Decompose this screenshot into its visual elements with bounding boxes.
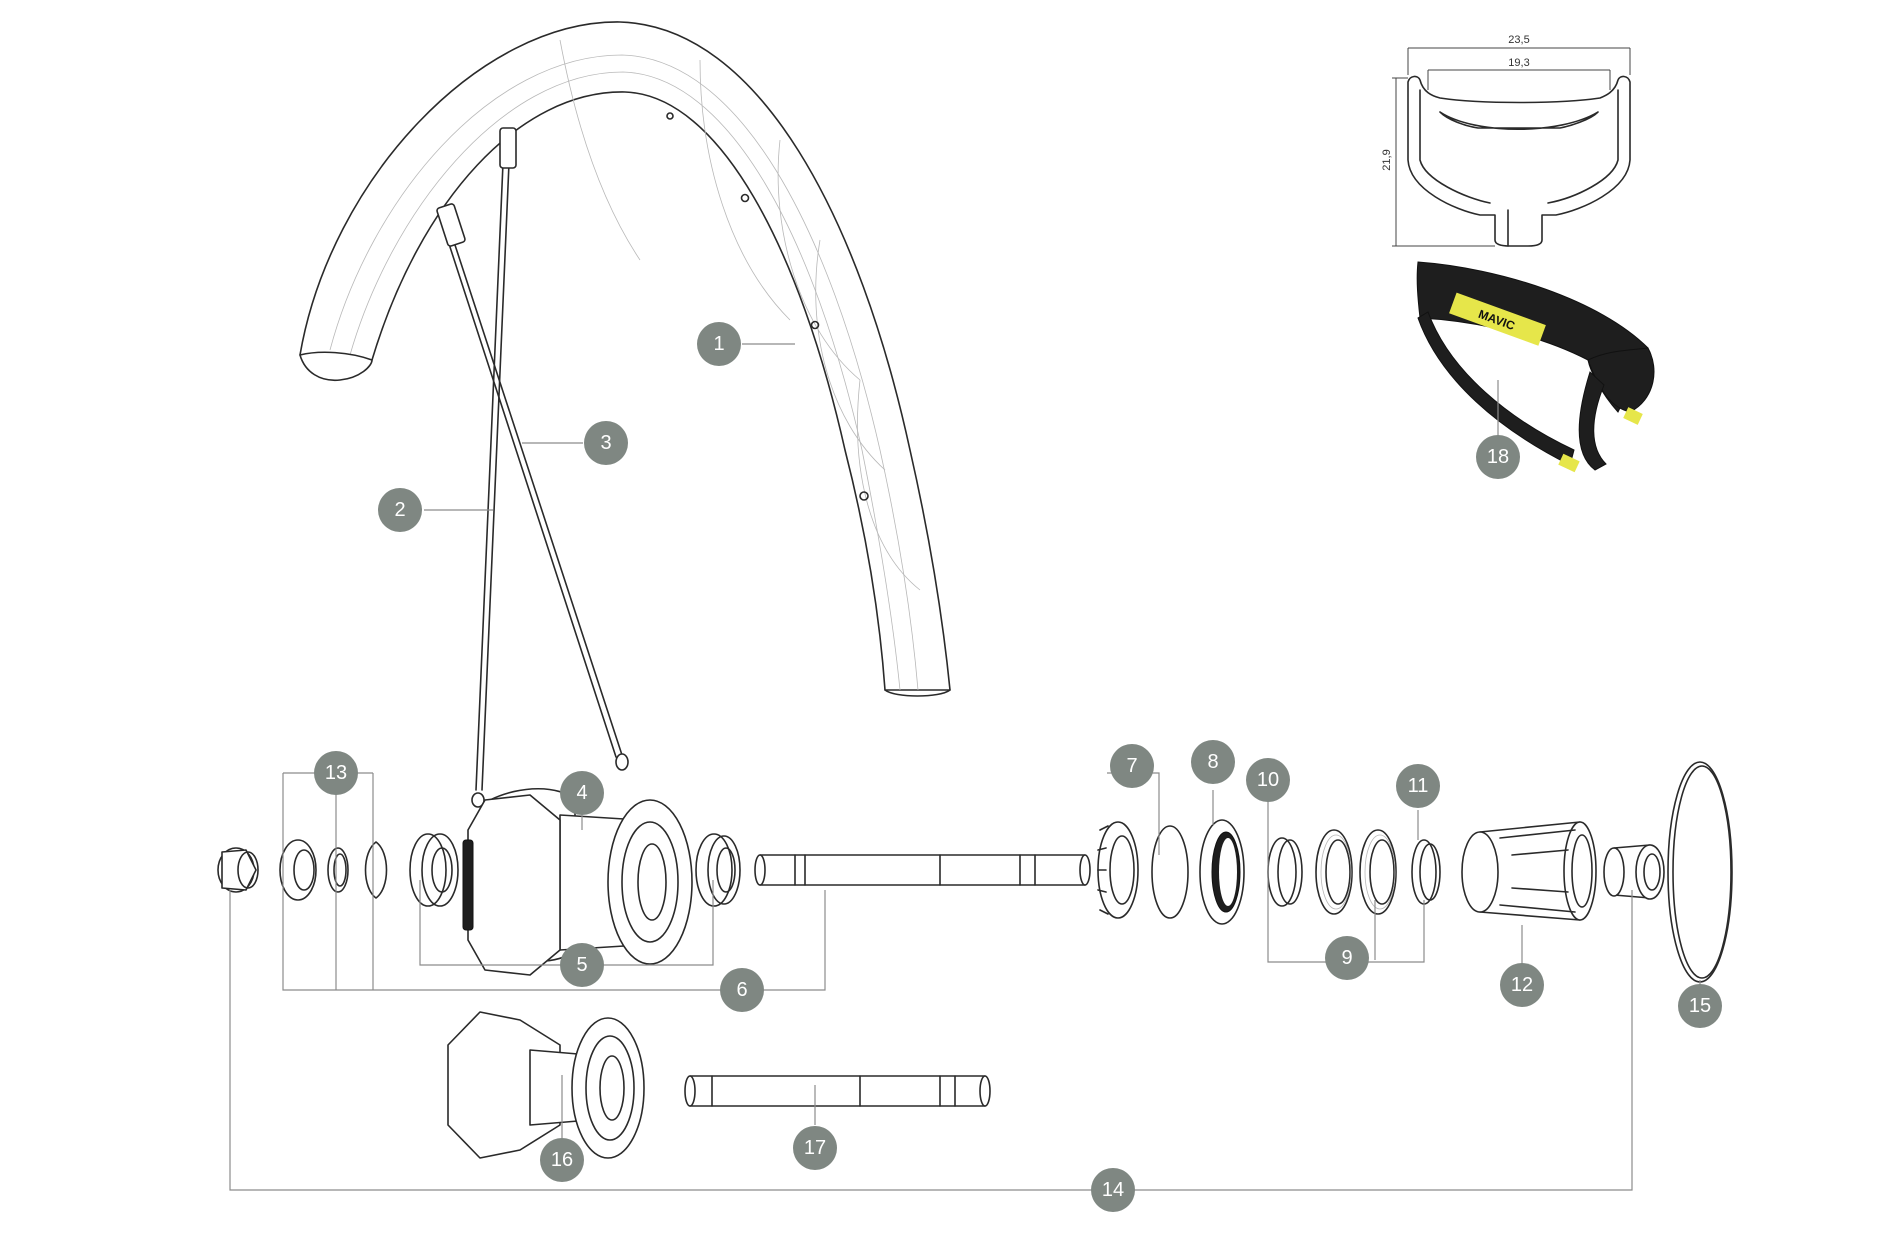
callout-13: 13: [314, 751, 358, 795]
callout-4-label: 4: [576, 782, 587, 804]
spoke-straight: [471, 127, 517, 808]
rim: [299, 21, 951, 697]
callout-2-label: 2: [394, 499, 405, 521]
rim-inner-width-label: 19,3: [1508, 57, 1529, 69]
axle: [754, 854, 1091, 886]
callout-18: 18: [1476, 435, 1520, 479]
bearing-left: [409, 833, 459, 907]
callout-17: 17: [793, 1126, 837, 1170]
tire-brand-badge: [1449, 292, 1546, 346]
o-ring-15: [1667, 761, 1733, 983]
spacer-10: [1267, 837, 1303, 907]
callout-17-label: 17: [804, 1137, 826, 1159]
callout-14: 14: [1091, 1168, 1135, 1212]
callout-3: 3: [584, 421, 628, 465]
callout-1-label: 1: [713, 333, 724, 355]
callout-6: 6: [720, 968, 764, 1012]
callout-7-label: 7: [1126, 755, 1137, 777]
rim-profile-dimensions: 23,5 19,3 21,9: [1381, 34, 1631, 247]
callout-3-label: 3: [600, 432, 611, 454]
callout-10: 10: [1246, 758, 1290, 802]
rim-outer-width-label: 23,5: [1508, 34, 1529, 46]
callout-12-label: 12: [1511, 974, 1533, 996]
rim-profile-section: [1407, 75, 1631, 247]
callout-11: 11: [1396, 764, 1440, 808]
spring-11: [1411, 839, 1441, 905]
bearing-right: [695, 833, 741, 907]
callout-1: 1: [697, 322, 741, 366]
freehub-body-12: [1461, 821, 1597, 921]
callout-5-label: 5: [576, 954, 587, 976]
callout-2: 2: [378, 488, 422, 532]
axle-cap-13: [279, 839, 317, 901]
callout-8-label: 8: [1207, 751, 1218, 773]
spring-clip-7: [1151, 825, 1189, 919]
callout-11-label: 11: [1408, 775, 1429, 797]
callout-7: 7: [1110, 744, 1154, 788]
rim-height-label: 21,9: [1381, 149, 1393, 170]
bearing-cap-left: [217, 847, 259, 893]
callout-13-label: 13: [325, 762, 347, 784]
callout-9: 9: [1325, 936, 1369, 980]
snap-ring-13: [364, 841, 388, 899]
spoke-cross: [436, 203, 629, 771]
callout-15: 15: [1678, 984, 1722, 1028]
callout-10-label: 10: [1257, 769, 1279, 791]
axle-alt: [684, 1075, 991, 1107]
ratchet-9a: [1315, 829, 1353, 915]
hub-body: [462, 787, 693, 976]
driver-ring-7: [1097, 821, 1139, 919]
callout-16: 16: [540, 1138, 584, 1182]
callout-9-label: 9: [1341, 947, 1352, 969]
callout-12: 12: [1500, 963, 1544, 1007]
callout-8: 8: [1191, 740, 1235, 784]
o-ring-13: [327, 847, 349, 893]
tube-valve-left: [1558, 453, 1580, 473]
seal-8: [1199, 819, 1245, 925]
callout-15-label: 15: [1689, 995, 1711, 1017]
callout-5: 5: [560, 943, 604, 987]
callout-14-label: 14: [1102, 1179, 1124, 1201]
tire-image: MAVIC: [1416, 261, 1655, 473]
ratchet-9b: [1359, 829, 1397, 915]
hub-body-alt: [447, 1011, 645, 1159]
callout-18-label: 18: [1487, 446, 1509, 468]
callout-6-label: 6: [736, 979, 747, 1001]
tube-valve-right: [1623, 407, 1643, 425]
callout-16-label: 16: [551, 1149, 573, 1171]
callout-4: 4: [560, 771, 604, 815]
end-cap-14-right: [1603, 844, 1665, 900]
